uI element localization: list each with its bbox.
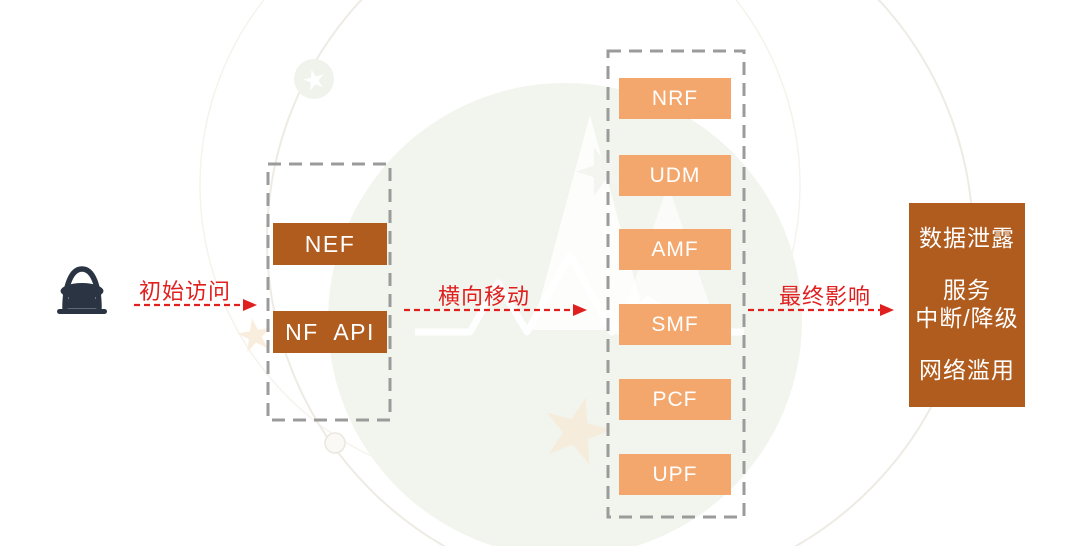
stage-label-initial-access: 初始访问 [138, 279, 231, 304]
node-nrf: NRF [619, 78, 731, 119]
impact-line-network-abuse: 网络滥用 [919, 357, 1015, 383]
impact-box: 数据泄露 服务 中断/降级 网络滥用 [909, 203, 1025, 407]
background-watermark-logo: ★ ★ ★ ★ [199, 0, 974, 546]
node-pcf: PCF [619, 379, 731, 420]
node-upf: UPF [619, 454, 731, 495]
final-impact-arrow [748, 304, 894, 316]
node-nef: NEF [273, 223, 387, 265]
watermark-badge-circle [294, 59, 334, 99]
node-smf: SMF [619, 304, 731, 345]
lateral-movement-arrow [404, 304, 587, 316]
stage-label-lateral-movement: 横向移动 [437, 284, 530, 309]
initial-access-arrow [134, 299, 257, 311]
impact-line-data-leak: 数据泄露 [919, 225, 1015, 251]
impact-line-disruption-degradation: 中断/降级 [915, 305, 1019, 331]
node-nf-api: NF API [273, 311, 387, 353]
watermark-orbit-dot [324, 432, 346, 454]
flow-arrows [134, 299, 894, 316]
core-group-dashed-border [606, 49, 746, 519]
impact-line-service-disruption: 服务 中断/降级 [911, 276, 1023, 332]
watermark-star-icon: ★ [231, 308, 278, 363]
stage-label-final-impact: 最终影响 [778, 284, 871, 309]
node-amf: AMF [619, 229, 731, 270]
attacker-icon [54, 260, 110, 318]
node-udm: UDM [619, 155, 731, 196]
impact-line-service: 服务 [943, 277, 991, 303]
hacker-icon [57, 266, 107, 314]
